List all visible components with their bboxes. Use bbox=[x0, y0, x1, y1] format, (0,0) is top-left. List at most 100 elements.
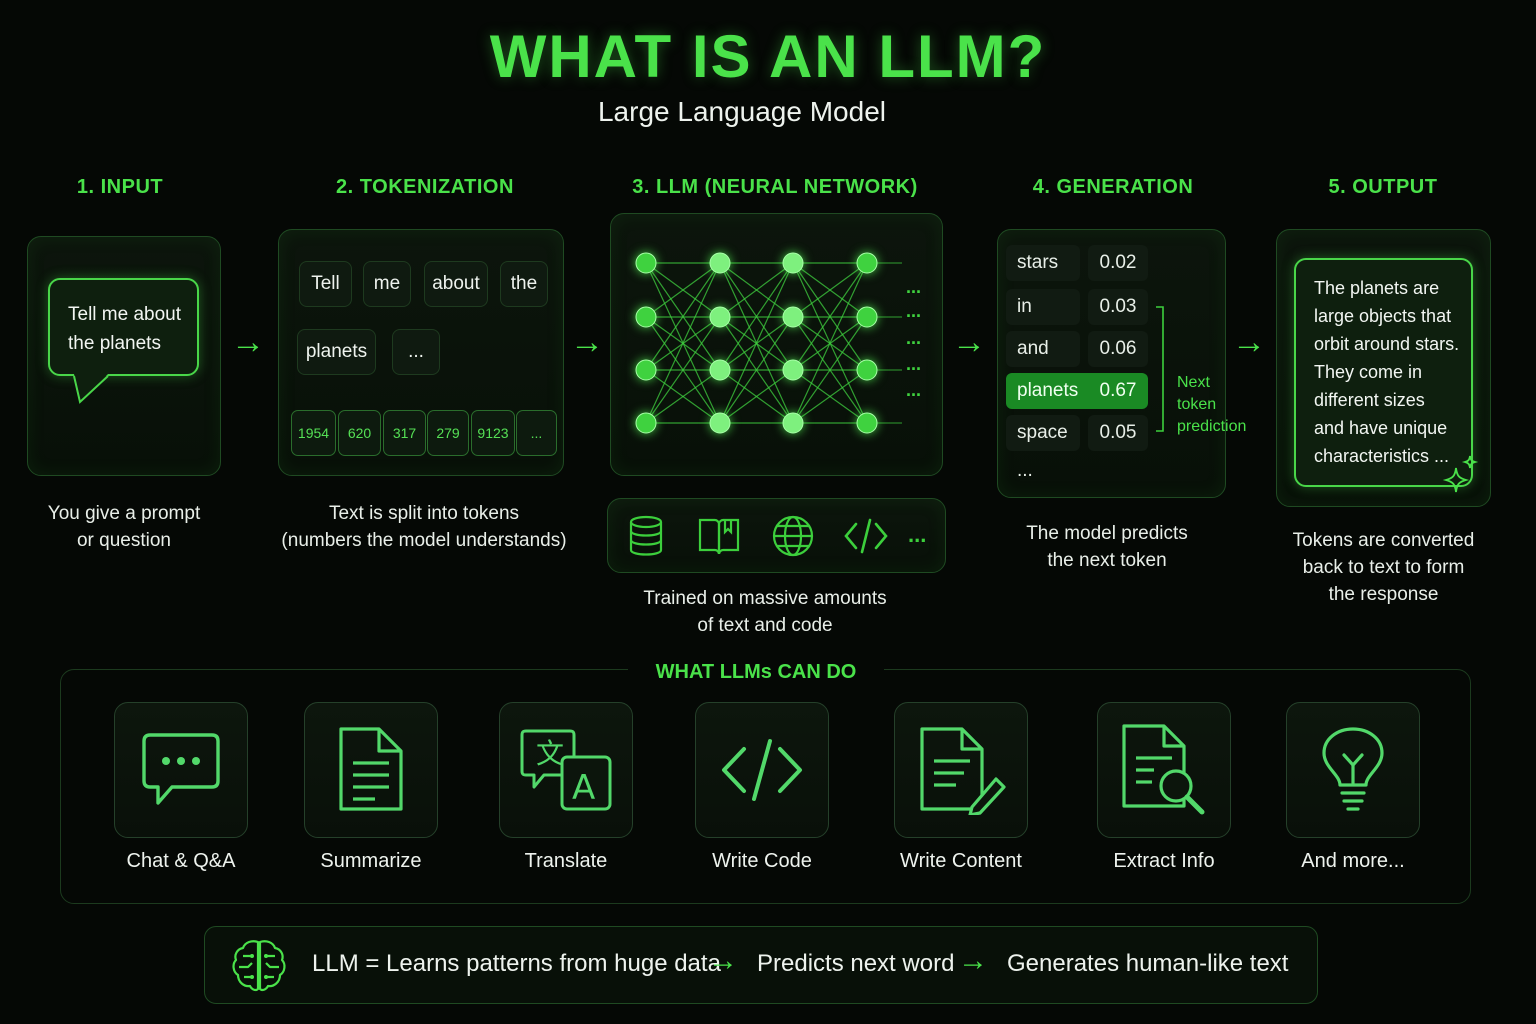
token-id: 317 bbox=[383, 410, 426, 456]
network-edge bbox=[792, 262, 868, 371]
word-token: about bbox=[424, 261, 488, 307]
flow-arrow-icon: → bbox=[1232, 323, 1266, 361]
capability-tile-code bbox=[695, 702, 829, 838]
capability-label: Extract Info bbox=[1113, 850, 1215, 872]
step-heading-output: 5. OUTPUT bbox=[1328, 176, 1438, 198]
lightbulb-icon bbox=[1322, 727, 1384, 811]
neural-network-graph: ............... bbox=[635, 252, 921, 434]
document-icon bbox=[339, 727, 403, 811]
network-edge bbox=[719, 316, 794, 424]
network-edge bbox=[792, 262, 868, 318]
capability-tile-content bbox=[894, 702, 1028, 838]
prompt-bubble: Tell me about the planets bbox=[48, 278, 199, 376]
word-token: planets bbox=[297, 329, 376, 375]
network-node bbox=[856, 359, 878, 381]
capability-tile-chat bbox=[114, 702, 248, 838]
globe-icon bbox=[772, 515, 814, 557]
network-continuation: ... bbox=[906, 277, 921, 297]
prediction-row-selected: planets 0.67 bbox=[1006, 373, 1148, 409]
word-token: ... bbox=[392, 329, 440, 375]
flow-arrow-icon: → bbox=[570, 323, 604, 361]
step-heading-input: 1. INPUT bbox=[76, 176, 164, 198]
summary-bar bbox=[204, 926, 1318, 1004]
word-token: me bbox=[363, 261, 411, 307]
page-title: WHAT IS AN LLM? bbox=[489, 23, 1047, 90]
network-edge bbox=[792, 262, 868, 424]
summary-part: Predicts next word bbox=[757, 950, 955, 977]
response-box: The planets are large objects that orbit… bbox=[1294, 258, 1473, 487]
prediction-row: space 0.05 bbox=[1006, 415, 1148, 451]
more-predictions: ... bbox=[1017, 460, 1033, 481]
network-edge bbox=[719, 262, 794, 371]
token-id: 9123 bbox=[471, 410, 515, 456]
network-node bbox=[709, 412, 731, 434]
token-id: 620 bbox=[338, 410, 381, 456]
network-node bbox=[782, 306, 804, 328]
capability-label: Write Content bbox=[900, 850, 1022, 872]
bracket-icon bbox=[1156, 306, 1164, 432]
network-node bbox=[709, 359, 731, 381]
capability-tile-translate: 文 A bbox=[499, 702, 633, 838]
network-continuation: ... bbox=[906, 328, 921, 348]
network-node bbox=[635, 359, 657, 381]
sparkle-icon bbox=[1442, 455, 1479, 493]
word-token: the bbox=[500, 261, 548, 307]
brain-icon bbox=[232, 940, 286, 992]
extract-icon bbox=[1122, 724, 1205, 815]
summary-arrow-icon: → bbox=[708, 944, 738, 977]
code-icon bbox=[844, 518, 888, 554]
network-nodes bbox=[635, 252, 878, 434]
network-node bbox=[782, 252, 804, 274]
generation-caption: The model predicts the next token bbox=[1026, 523, 1188, 571]
network-continuation: ... bbox=[906, 301, 921, 321]
page-subtitle: Large Language Model bbox=[597, 96, 886, 127]
database-icon bbox=[629, 515, 663, 556]
network-edge bbox=[792, 316, 868, 424]
prediction-note: Next token prediction bbox=[1177, 374, 1247, 435]
network-continuation: ... bbox=[906, 380, 921, 400]
flow-arrow-icon: → bbox=[231, 323, 265, 361]
network-node bbox=[709, 252, 731, 274]
network-edge bbox=[719, 369, 794, 424]
step-heading-tokenization: 2. TOKENIZATION bbox=[336, 176, 514, 198]
step-heading-network: 3. LLM (NEURAL NETWORK) bbox=[632, 176, 918, 198]
word-token: Tell bbox=[299, 261, 352, 307]
network-edge bbox=[719, 262, 794, 424]
summary-part: Generates human-like text bbox=[1007, 950, 1289, 977]
svg-text:A: A bbox=[572, 768, 595, 808]
network-node bbox=[635, 412, 657, 434]
network-edge bbox=[645, 369, 721, 424]
network-edge bbox=[645, 316, 721, 424]
chat-icon bbox=[142, 733, 220, 805]
capability-label: Summarize bbox=[320, 850, 422, 872]
capability-label: Chat & Q&A bbox=[126, 850, 236, 872]
token-id: 1954 bbox=[291, 410, 336, 456]
prediction-row: stars 0.02 bbox=[1006, 245, 1148, 281]
prediction-row: in 0.03 bbox=[1006, 289, 1148, 325]
network-node bbox=[635, 306, 657, 328]
tokenization-caption: Text is split into tokens (numbers the m… bbox=[281, 503, 567, 551]
network-edge bbox=[645, 262, 721, 371]
capabilities-heading: WHAT LLMs CAN DO bbox=[628, 658, 884, 686]
capability-label: Translate bbox=[524, 850, 608, 872]
translate-icon: 文 A bbox=[520, 729, 612, 811]
capability-label: And more... bbox=[1301, 850, 1405, 872]
output-caption: Tokens are converted back to text to for… bbox=[1292, 530, 1475, 605]
network-continuation: ... bbox=[906, 354, 921, 374]
network-edge bbox=[645, 262, 721, 424]
code-icon bbox=[722, 739, 802, 801]
prediction-row: and 0.06 bbox=[1006, 331, 1148, 367]
bubble-tail-icon bbox=[73, 374, 109, 404]
summary-part: LLM = Learns patterns from huge data bbox=[312, 950, 721, 977]
network-edge bbox=[719, 262, 794, 318]
capability-tile-more bbox=[1286, 702, 1420, 838]
training-more: ... bbox=[908, 522, 927, 547]
prompt-line: Tell me about bbox=[68, 304, 182, 325]
network-node bbox=[856, 412, 878, 434]
network-node bbox=[856, 252, 878, 274]
step-heading-generation: 4. GENERATION bbox=[1032, 176, 1194, 198]
input-caption: You give a prompt or question bbox=[47, 503, 201, 551]
write-icon bbox=[920, 727, 1006, 815]
svg-text:文: 文 bbox=[536, 737, 564, 770]
network-node bbox=[709, 306, 731, 328]
